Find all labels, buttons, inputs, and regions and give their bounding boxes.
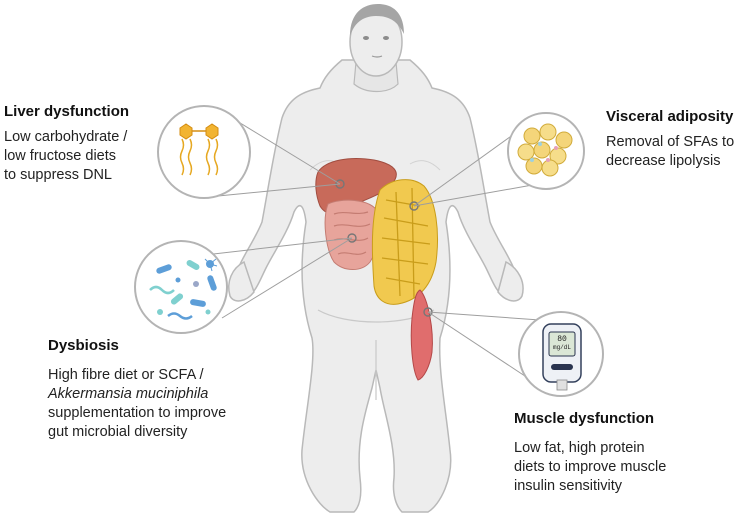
connector-lines (195, 117, 569, 383)
liver-organ (315, 158, 397, 215)
muscle-callout-circle (518, 311, 604, 397)
akkermansia-species: Akkermansia muciniphila (48, 386, 209, 402)
adipocyte-cluster-icon (517, 123, 573, 177)
dysbiosis-text-line: supplementation to improve (48, 405, 227, 421)
visceral-text-line: decrease lipolysis (606, 153, 721, 169)
liver-callout-circle (157, 105, 251, 199)
liver-text-line: to suppress DNL (4, 167, 112, 183)
intestine-organ (324, 199, 382, 270)
glucose-unit: mg/dL (552, 344, 571, 351)
dysbiosis-label: Dysbiosis High fibre diet or SCFA / Akke… (48, 337, 226, 442)
liver-dysfunction-title: Liver dysfunction (4, 103, 130, 120)
visceral-adiposity-title: Visceral adiposity (606, 108, 734, 125)
dysbiosis-callout-circle (134, 240, 228, 334)
visceral-marker (409, 201, 419, 211)
bacteria-icon (149, 258, 218, 320)
thigh-muscle (410, 289, 433, 381)
muscle-dysfunction-title: Muscle dysfunction (514, 410, 655, 427)
glucometer-icon (542, 323, 582, 391)
liver-text-line: Low carbohydrate / (4, 129, 128, 145)
glucose-value: 80 (557, 335, 567, 344)
dysbiosis-text-line: High fibre diet or SCFA / (48, 367, 204, 383)
muscle-dysfunction-label: Muscle dysfunction Low fat, high protein… (514, 410, 666, 496)
visceral-adiposity-label: Visceral adiposity Removal of SFAs to de… (606, 108, 734, 171)
dysbiosis-text-line: Akkermansia muciniphila (48, 385, 226, 404)
dysbiosis-text-line: gut microbial diversity (48, 424, 188, 440)
dysbiosis-title: Dysbiosis (48, 337, 119, 354)
glucometer-reading: 80 mg/dL (550, 335, 574, 352)
liver-text-line: low fructose diets (4, 148, 117, 164)
muscle-text-line: diets to improve muscle (514, 459, 667, 475)
lipid-molecule-icon (179, 123, 219, 176)
liver-dysfunction-label: Liver dysfunction Low carbohydrate / low… (4, 103, 129, 185)
muscle-text-line: Low fat, high protein (514, 440, 645, 456)
visceral-text-line: Removal of SFAs to (606, 134, 735, 150)
visceral-callout-circle (507, 112, 585, 190)
muscle-text-line: insulin sensitivity (514, 478, 622, 494)
